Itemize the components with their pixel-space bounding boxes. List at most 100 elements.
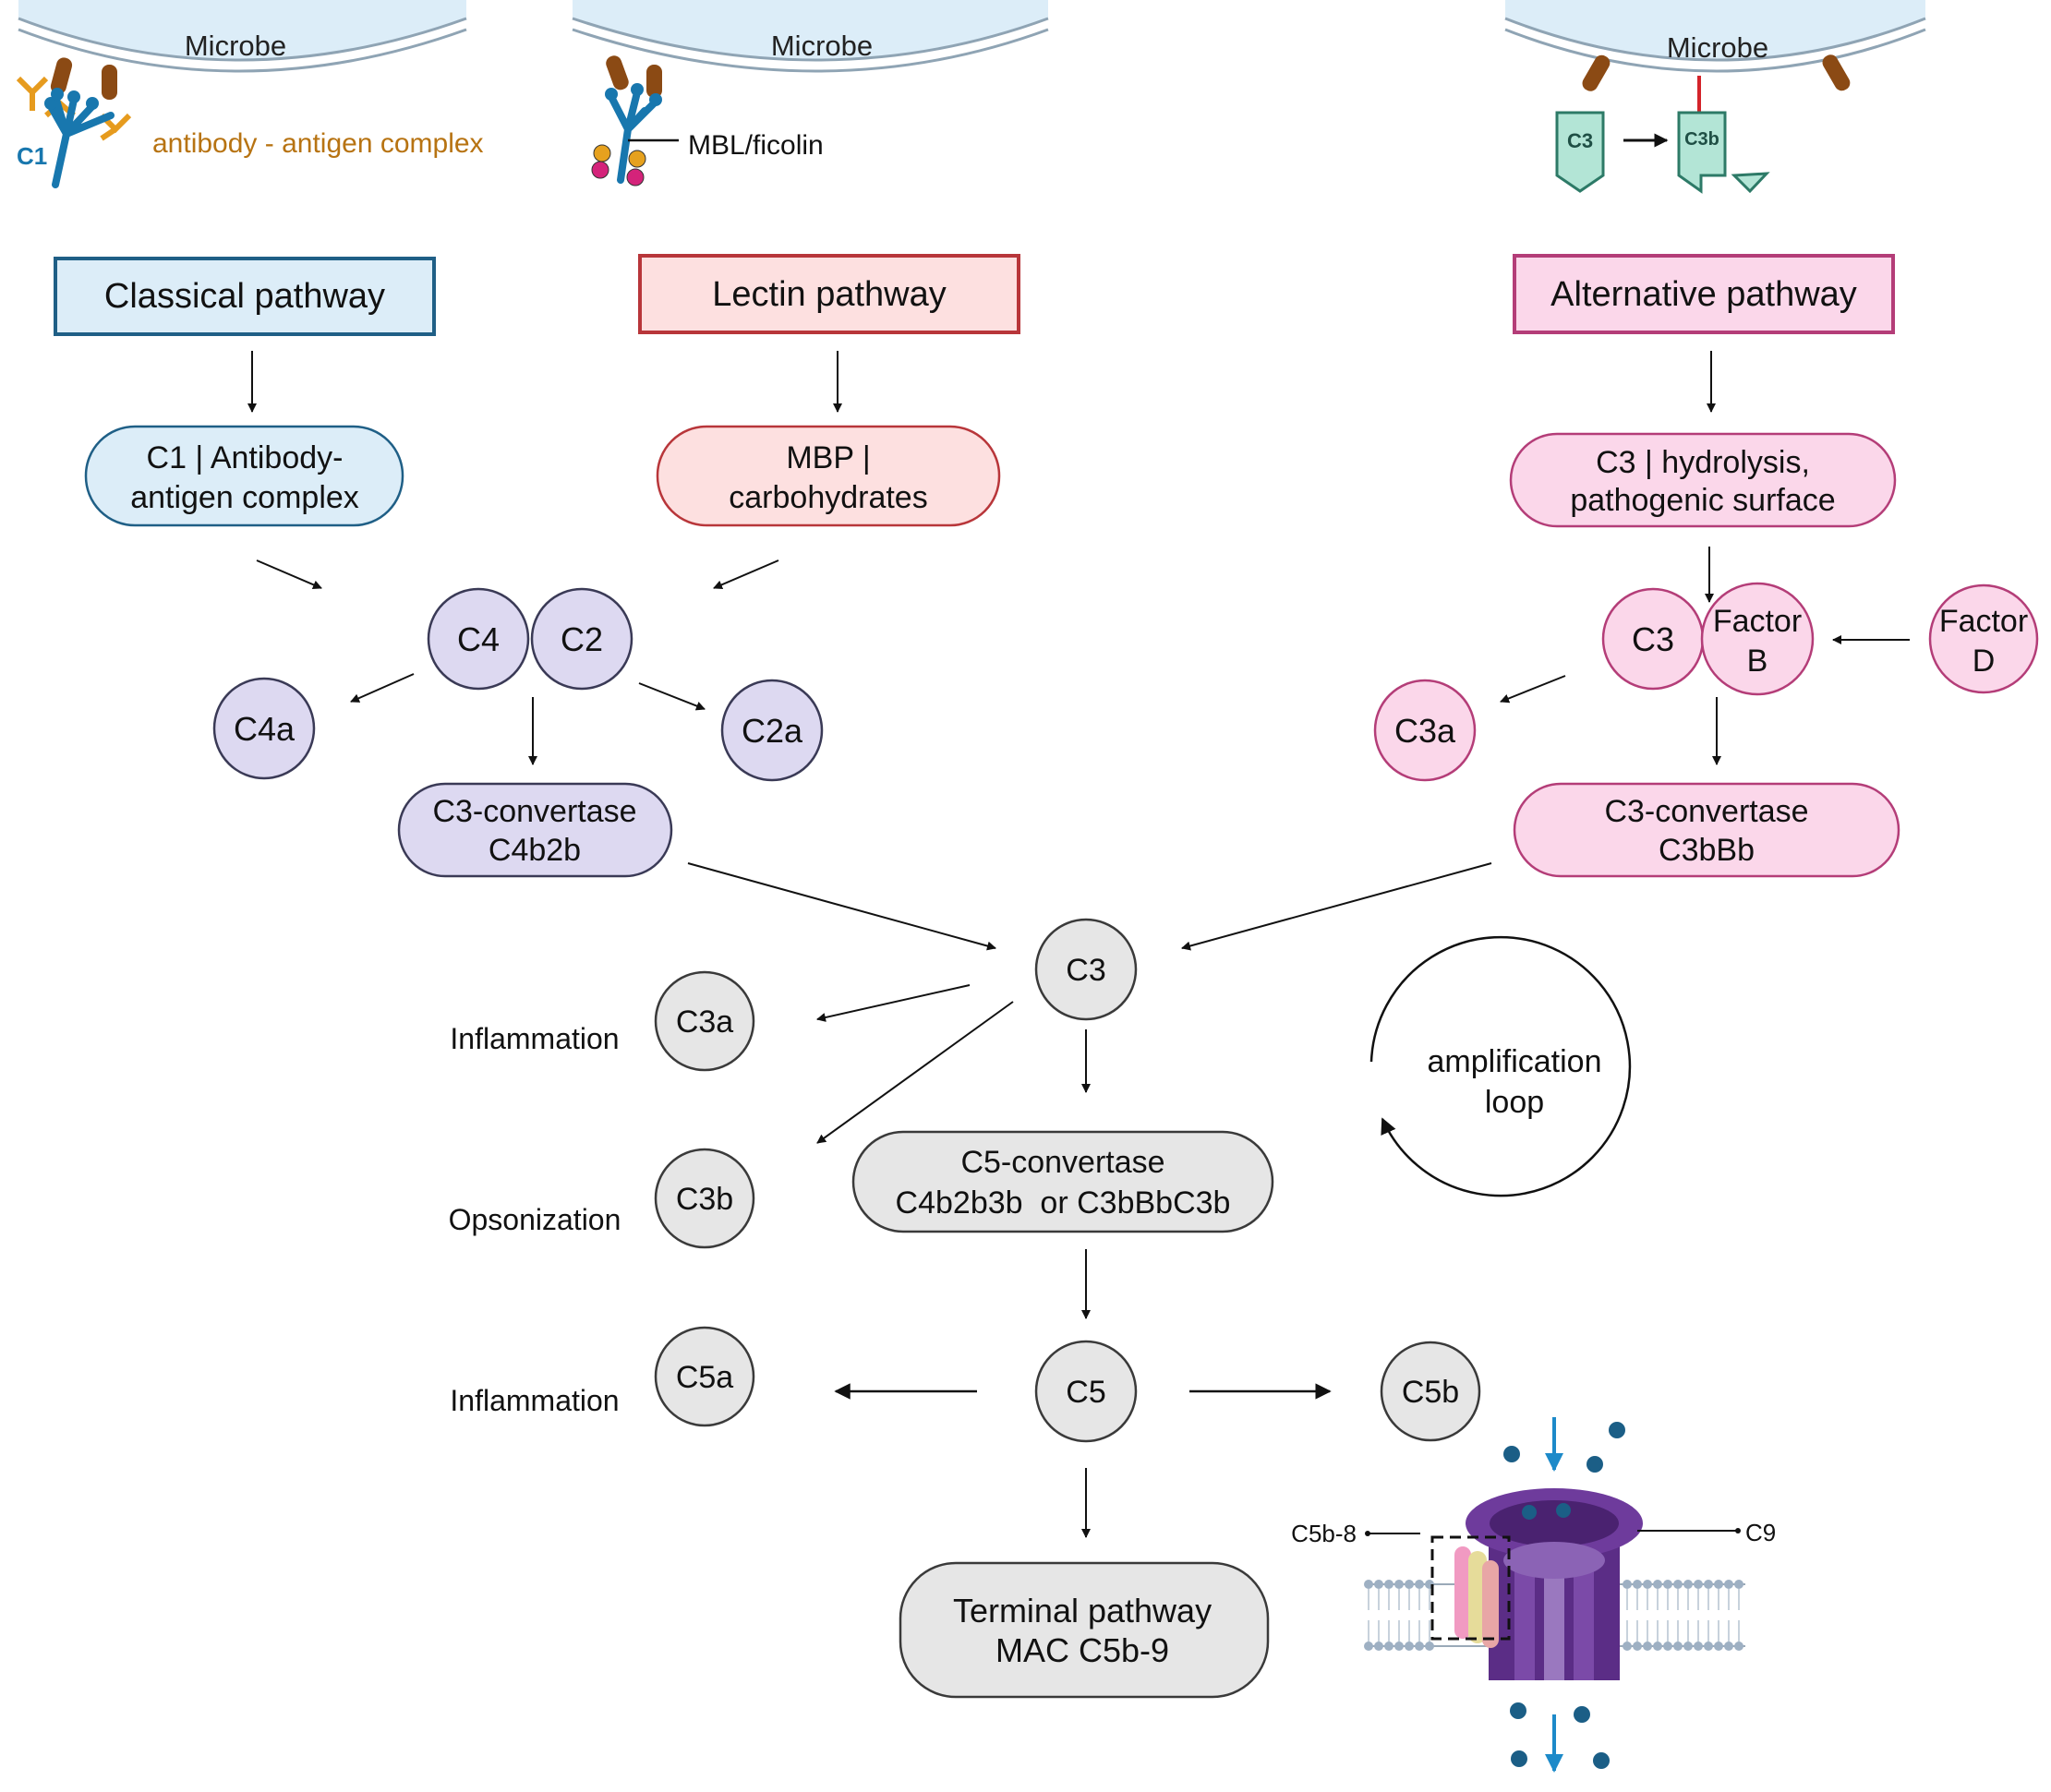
alternative-c3-convertase xyxy=(1513,782,1900,878)
classical-c3-convertase-line1: C3-convertase xyxy=(432,794,636,829)
mac-pore-icon xyxy=(1364,1417,1745,1773)
lipid-head xyxy=(1384,1642,1393,1651)
alternative-c3-convertase-line1: C3-convertase xyxy=(1604,794,1808,829)
c5a-effect: Inflammation xyxy=(450,1384,619,1417)
lipid-head xyxy=(1633,1580,1642,1589)
lipid-head xyxy=(1653,1580,1662,1589)
c1-label: C1 xyxy=(17,142,47,170)
c3-icon-label: C3 xyxy=(1567,129,1593,152)
c3b-effect: Opsonization xyxy=(449,1203,621,1236)
classical-pathway-title: Classical pathway xyxy=(104,277,385,316)
lipid-head xyxy=(1704,1642,1713,1651)
factor-d-line1: Factor xyxy=(1939,604,2028,639)
alternative-pathway-title: Alternative pathway xyxy=(1550,275,1857,314)
factor-d-node xyxy=(1928,583,2039,694)
lipid-head xyxy=(1374,1580,1383,1589)
c3-node xyxy=(1034,918,1138,1021)
lipid-head xyxy=(1734,1580,1743,1589)
lipid-head xyxy=(1663,1642,1672,1651)
mbl-ficolin-icon xyxy=(591,55,679,186)
lipid-head xyxy=(1683,1642,1693,1651)
lectin-initiator-line1: MBP | xyxy=(786,440,870,475)
alternative-initiator xyxy=(1509,432,1897,528)
classical-initiator-line2: antigen complex xyxy=(130,480,359,515)
lipid-head xyxy=(1405,1580,1414,1589)
arrow xyxy=(256,559,322,590)
microbe-label: Microbe xyxy=(185,30,286,62)
lipid-head xyxy=(1704,1580,1713,1589)
classical-c3-convertase xyxy=(397,782,673,878)
terminal-pathway-line1: Terminal pathway xyxy=(953,1592,1212,1630)
lipid-head xyxy=(1714,1580,1723,1589)
lipid-head xyxy=(1623,1580,1632,1589)
classical-pathway-box xyxy=(54,257,436,336)
lipid-head xyxy=(1633,1642,1642,1651)
arrow xyxy=(713,559,779,590)
amplification-loop-line1: amplification xyxy=(1428,1044,1602,1079)
lipid-head xyxy=(1724,1642,1733,1651)
alternative-pathway-box xyxy=(1513,254,1895,334)
c5b-label: C5b xyxy=(1402,1375,1459,1410)
arrow xyxy=(1500,675,1566,704)
c4a-label: C4a xyxy=(234,710,296,748)
terminal-pathway xyxy=(899,1561,1270,1699)
alternative-initiator-line2: pathogenic surface xyxy=(1570,483,1835,518)
lipid-head xyxy=(1364,1580,1373,1589)
lipid-head xyxy=(1364,1642,1373,1651)
c5-convertase-line2: C4b2b3b or C3bBbC3b xyxy=(896,1185,1231,1221)
lipid-head xyxy=(1694,1580,1703,1589)
c5-convertase xyxy=(851,1130,1274,1233)
microbe-label: Microbe xyxy=(771,30,873,62)
alt-c3a-node xyxy=(1373,679,1477,782)
lipid-head xyxy=(1415,1580,1424,1589)
factor-b-line2: B xyxy=(1747,643,1768,679)
c3a-node xyxy=(654,970,755,1072)
lipid-head xyxy=(1623,1642,1632,1651)
mac-c5b8-label: C5b-8 xyxy=(1291,1520,1357,1547)
lipid-head xyxy=(1724,1580,1733,1589)
lipid-head xyxy=(1405,1642,1414,1651)
lipid-head xyxy=(1714,1642,1723,1651)
c4-node xyxy=(427,587,530,691)
lipid-head xyxy=(1394,1642,1404,1651)
lipid-head xyxy=(1694,1642,1703,1651)
lectin-pathway-box xyxy=(638,254,1020,334)
lipid-head xyxy=(1394,1580,1404,1589)
lipid-head xyxy=(1415,1642,1424,1651)
lectin-initiator-line2: carbohydrates xyxy=(729,480,927,515)
c4-label: C4 xyxy=(457,620,500,658)
c2a-label: C2a xyxy=(742,712,803,750)
arrow xyxy=(638,682,706,711)
arrow xyxy=(350,673,415,703)
amplification-loop-line2: loop xyxy=(1485,1085,1544,1120)
factor-d-line2: D xyxy=(1973,643,1996,679)
lipid-head xyxy=(1663,1580,1672,1589)
c1-antibody-icon xyxy=(16,57,132,188)
alt-c3a-label: C3a xyxy=(1394,712,1456,750)
c5a-label: C5a xyxy=(676,1360,733,1395)
c3-hydrolysis-icon xyxy=(1555,54,1851,194)
c3a-label: C3a xyxy=(676,1004,733,1040)
mbl-ficolin-label: MBL/ficolin xyxy=(688,130,824,161)
c3-label: C3 xyxy=(1066,953,1105,988)
c2-label: C2 xyxy=(561,620,603,658)
classical-initiator-line1: C1 | Antibody- xyxy=(147,440,344,475)
microbe-label: Microbe xyxy=(1667,31,1768,64)
lipid-head xyxy=(1673,1642,1683,1651)
mac-c9-label: C9 xyxy=(1745,1519,1776,1546)
lectin-initiator xyxy=(656,425,1001,527)
lectin-pathway-title: Lectin pathway xyxy=(712,275,947,314)
amplification-loop-arrow xyxy=(1369,935,1632,1197)
lipid-head xyxy=(1643,1580,1652,1589)
alt-c3-label: C3 xyxy=(1632,620,1674,658)
arrow xyxy=(816,984,971,1022)
factor-b-node xyxy=(1700,582,1815,696)
lipid-head xyxy=(1374,1642,1383,1651)
lipid-head xyxy=(1734,1642,1743,1651)
classical-initiator xyxy=(84,425,404,527)
c3a-effect: Inflammation xyxy=(450,1022,619,1055)
c3b-node xyxy=(654,1148,755,1249)
classical-c3-convertase-line2: C4b2b xyxy=(489,833,581,868)
microbe-lectin: Microbe xyxy=(572,0,1049,73)
arrow xyxy=(816,1001,1014,1144)
